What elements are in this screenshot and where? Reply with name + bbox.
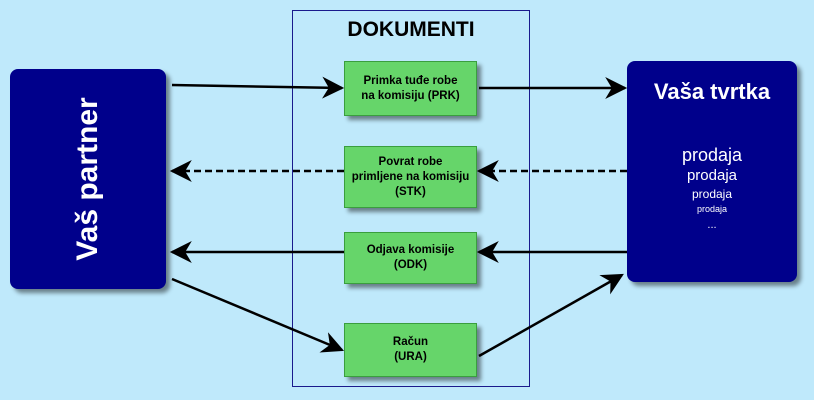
arrow-partner-to-prk <box>171 76 345 99</box>
documents-frame <box>292 10 530 387</box>
document-stk-line-1: Povrat robe <box>378 155 443 168</box>
sales-ellipsis: ... <box>707 219 717 231</box>
arrow-ura-to-company <box>478 273 624 358</box>
sales-line-2: prodaja <box>686 167 738 184</box>
document-prk-line-1: Primka tuđe robe <box>363 74 458 87</box>
document-box-ura: Račun (URA) <box>344 323 477 377</box>
document-odk-line-1: Odjava komisije <box>366 244 455 256</box>
company-box: Vaša tvrtka prodaja prodaja prodaja prod… <box>627 61 797 282</box>
arrow-partner-to-ura <box>171 277 345 353</box>
document-box-stk: Povrat robe primljene na komisiju (STK) <box>344 146 477 208</box>
document-ura-line-2: (URA) <box>394 351 427 363</box>
document-odk-line-2: (ODK) <box>393 259 428 271</box>
sales-line-3: prodaja <box>691 187 733 201</box>
company-name: Vaša tvrtka <box>653 79 771 104</box>
document-stk-line-3: (STK) <box>395 185 426 198</box>
document-stk-line-2: primljene na komisiju <box>351 170 470 183</box>
sales-line-1: prodaja <box>681 145 743 165</box>
document-prk-line-2: na komisiju (PRK) <box>361 89 460 102</box>
document-ura-line-1: Račun <box>392 336 429 348</box>
partner-box: Vaš partner <box>10 69 166 289</box>
document-box-odk: Odjava komisije (ODK) <box>344 232 477 284</box>
documents-title: DOKUMENTI <box>347 18 475 41</box>
document-box-prk: Primka tuđe robe na komisiju (PRK) <box>344 61 477 116</box>
sales-line-4: prodaja <box>696 204 728 214</box>
